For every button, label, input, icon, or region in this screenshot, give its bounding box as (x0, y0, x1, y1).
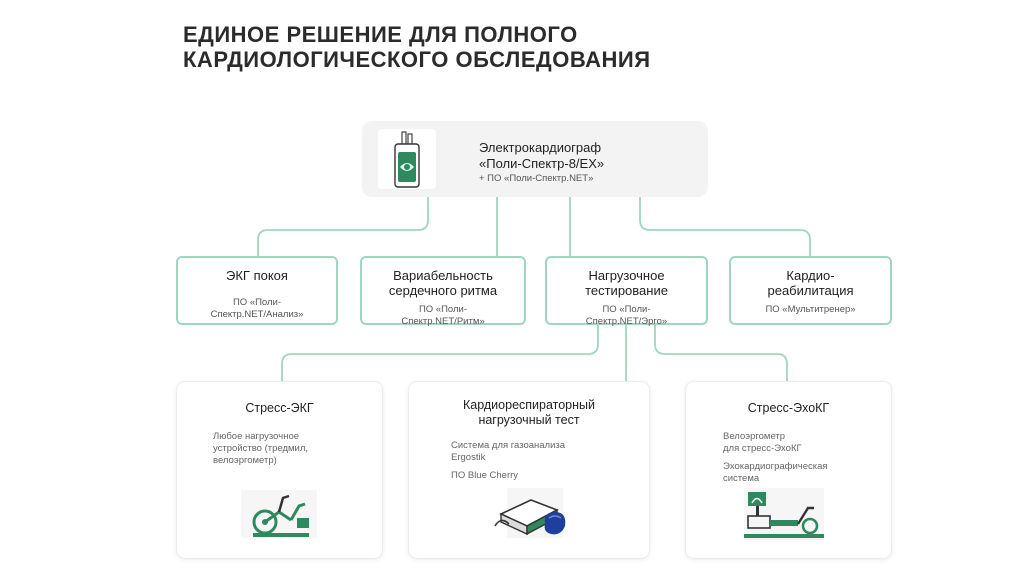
device-title-line-2: «Поли-Спектр-8/EX» (479, 156, 605, 171)
stress-description-line: устройство (тредмил, (213, 443, 309, 454)
module-title: Вариабельность сердечного ритма (362, 268, 524, 298)
stress-title: Стресс-ЭКГ (177, 401, 382, 416)
module-software: ПО «Поли- Спектр.NET/Анализ» (178, 297, 336, 321)
module-software-line: ПО «Мультитренер» (765, 304, 856, 315)
stress-description-line: Система для газоанализа (451, 440, 566, 451)
module-software-line: ПО «Поли- (232, 297, 282, 308)
stress-description: Любое нагрузочное устройство (тредмил, в… (177, 431, 382, 467)
stress-description-line: Любое нагрузочное (213, 431, 300, 442)
stress-title-line: Кардиореспираторный (462, 398, 596, 412)
stress-title-line: Стресс-ЭКГ (245, 401, 314, 415)
echo-system-icon (744, 488, 824, 540)
ecg-device-icon (394, 131, 420, 188)
module-software: ПО «Мультитренер» (731, 304, 890, 316)
device-software: + ПО «Поли-Спектр.NET» (479, 173, 594, 184)
module-software-line: Спектр.NET/Эрго» (585, 316, 668, 327)
module-software-line: Спектр.NET/Ритм» (401, 316, 485, 327)
module-title-line: тестирование (585, 283, 668, 298)
module-card-rehab: Кардио- реабилитация ПО «Мультитренер» (729, 256, 892, 325)
module-title-line: сердечного ритма (388, 283, 498, 298)
device-title-line-1: Электрокардиограф (479, 140, 602, 155)
module-card-rest-ecg: ЭКГ покоя ПО «Поли- Спектр.NET/Анализ» (176, 256, 338, 325)
stress-software-line: ПО Blue Cherry (451, 470, 519, 481)
module-title: ЭКГ покоя (178, 268, 336, 283)
device-title: Электрокардиограф «Поли-Спектр-8/EX» (479, 140, 604, 172)
module-software: ПО «Поли- Спектр.NET/Эрго» (547, 304, 706, 328)
title-line-2: КАРДИОЛОГИЧЕСКОГО ОБСЛЕДОВАНИЯ (183, 47, 651, 72)
module-software-line: ПО «Поли- (418, 304, 468, 315)
module-title: Кардио- реабилитация (731, 268, 890, 298)
ecg-device-card: Электрокардиограф «Поли-Спектр-8/EX» + П… (362, 121, 708, 197)
stress-title-line: Стресс-ЭхоКГ (747, 401, 830, 415)
stress-description: Велоэргометр для стресс-ЭхоКГ Эхокардиог… (686, 431, 891, 485)
stress-description-line: для стресс-ЭхоКГ (723, 443, 802, 454)
stress-title-line: нагрузочный тест (478, 413, 580, 427)
exercise-bike-icon (241, 490, 317, 538)
module-title-line: Кардио- (786, 268, 835, 283)
title-line-1: ЕДИНОЕ РЕШЕНИЕ ДЛЯ ПОЛНОГО (183, 22, 578, 47)
stress-description-line: система (723, 473, 760, 484)
connector-to-rest-ecg (257, 197, 429, 256)
module-software-line: ПО «Поли- (602, 304, 651, 315)
stress-description-line: Велоэргометр (723, 431, 786, 442)
stress-title: Кардиореспираторный нагрузочный тест (409, 398, 649, 428)
module-card-hrv: Вариабельность сердечного ритма ПО «Поли… (360, 256, 526, 328)
stress-description-line: Ergostik (451, 452, 486, 463)
module-software-line: Спектр.NET/Анализ» (210, 309, 304, 320)
module-title-line: Нагрузочное (588, 268, 665, 283)
connector-to-stress-ecg (281, 325, 599, 382)
module-title-line: реабилитация (767, 283, 854, 298)
stress-description-line: Эхокардиографическая (723, 461, 828, 472)
gas-analyzer-icon (494, 488, 566, 538)
stress-description-line: велоэргометр) (213, 455, 277, 466)
device-image (378, 129, 436, 189)
connector-to-stress-echo (654, 325, 788, 382)
connector-to-rehab (639, 197, 811, 256)
stress-card-cardiorespiratory: Кардиореспираторный нагрузочный тест Сис… (409, 382, 649, 558)
module-title: Нагрузочное тестирование (547, 268, 706, 298)
stress-description: Система для газоанализа Ergostik ПО Blue… (409, 440, 649, 482)
module-title-line: Вариабельность (393, 268, 493, 283)
module-card-stress-testing: Нагрузочное тестирование ПО «Поли- Спект… (545, 256, 708, 328)
stress-card-echo: Стресс-ЭхоКГ Велоэргометр для стресс-Эхо… (686, 382, 891, 558)
stress-title: Стресс-ЭхоКГ (686, 401, 891, 416)
page-title: ЕДИНОЕ РЕШЕНИЕ ДЛЯ ПОЛНОГО КАРДИОЛОГИЧЕС… (183, 22, 651, 72)
module-title-line: ЭКГ покоя (226, 268, 288, 283)
stress-card-ecg: Стресс-ЭКГ Любое нагрузочное устройство … (177, 382, 382, 558)
module-software: ПО «Поли- Спектр.NET/Ритм» (362, 304, 524, 328)
